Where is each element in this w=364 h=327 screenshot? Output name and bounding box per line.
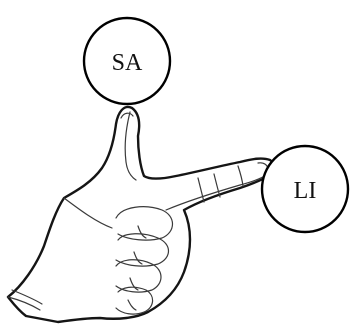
label-li: LI [294, 178, 317, 204]
label-sa: SA [112, 50, 143, 76]
hand-outline [8, 107, 274, 322]
hand-illustration [8, 107, 274, 322]
label-circle-sa: SA [84, 18, 170, 104]
label-circle-li: LI [262, 146, 348, 232]
